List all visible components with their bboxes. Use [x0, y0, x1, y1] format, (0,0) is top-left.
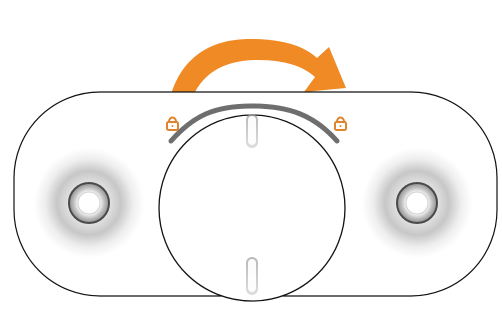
top-slot — [246, 114, 258, 148]
locked-padlock-icon — [334, 116, 347, 131]
bottom-slot — [246, 257, 258, 295]
unlocked-padlock-icon — [166, 116, 179, 131]
left-suction-cup — [34, 148, 144, 258]
right-suction-cup — [362, 148, 472, 258]
clockwise-rotation-arrow — [170, 39, 346, 101]
rotation-track — [168, 103, 340, 144]
